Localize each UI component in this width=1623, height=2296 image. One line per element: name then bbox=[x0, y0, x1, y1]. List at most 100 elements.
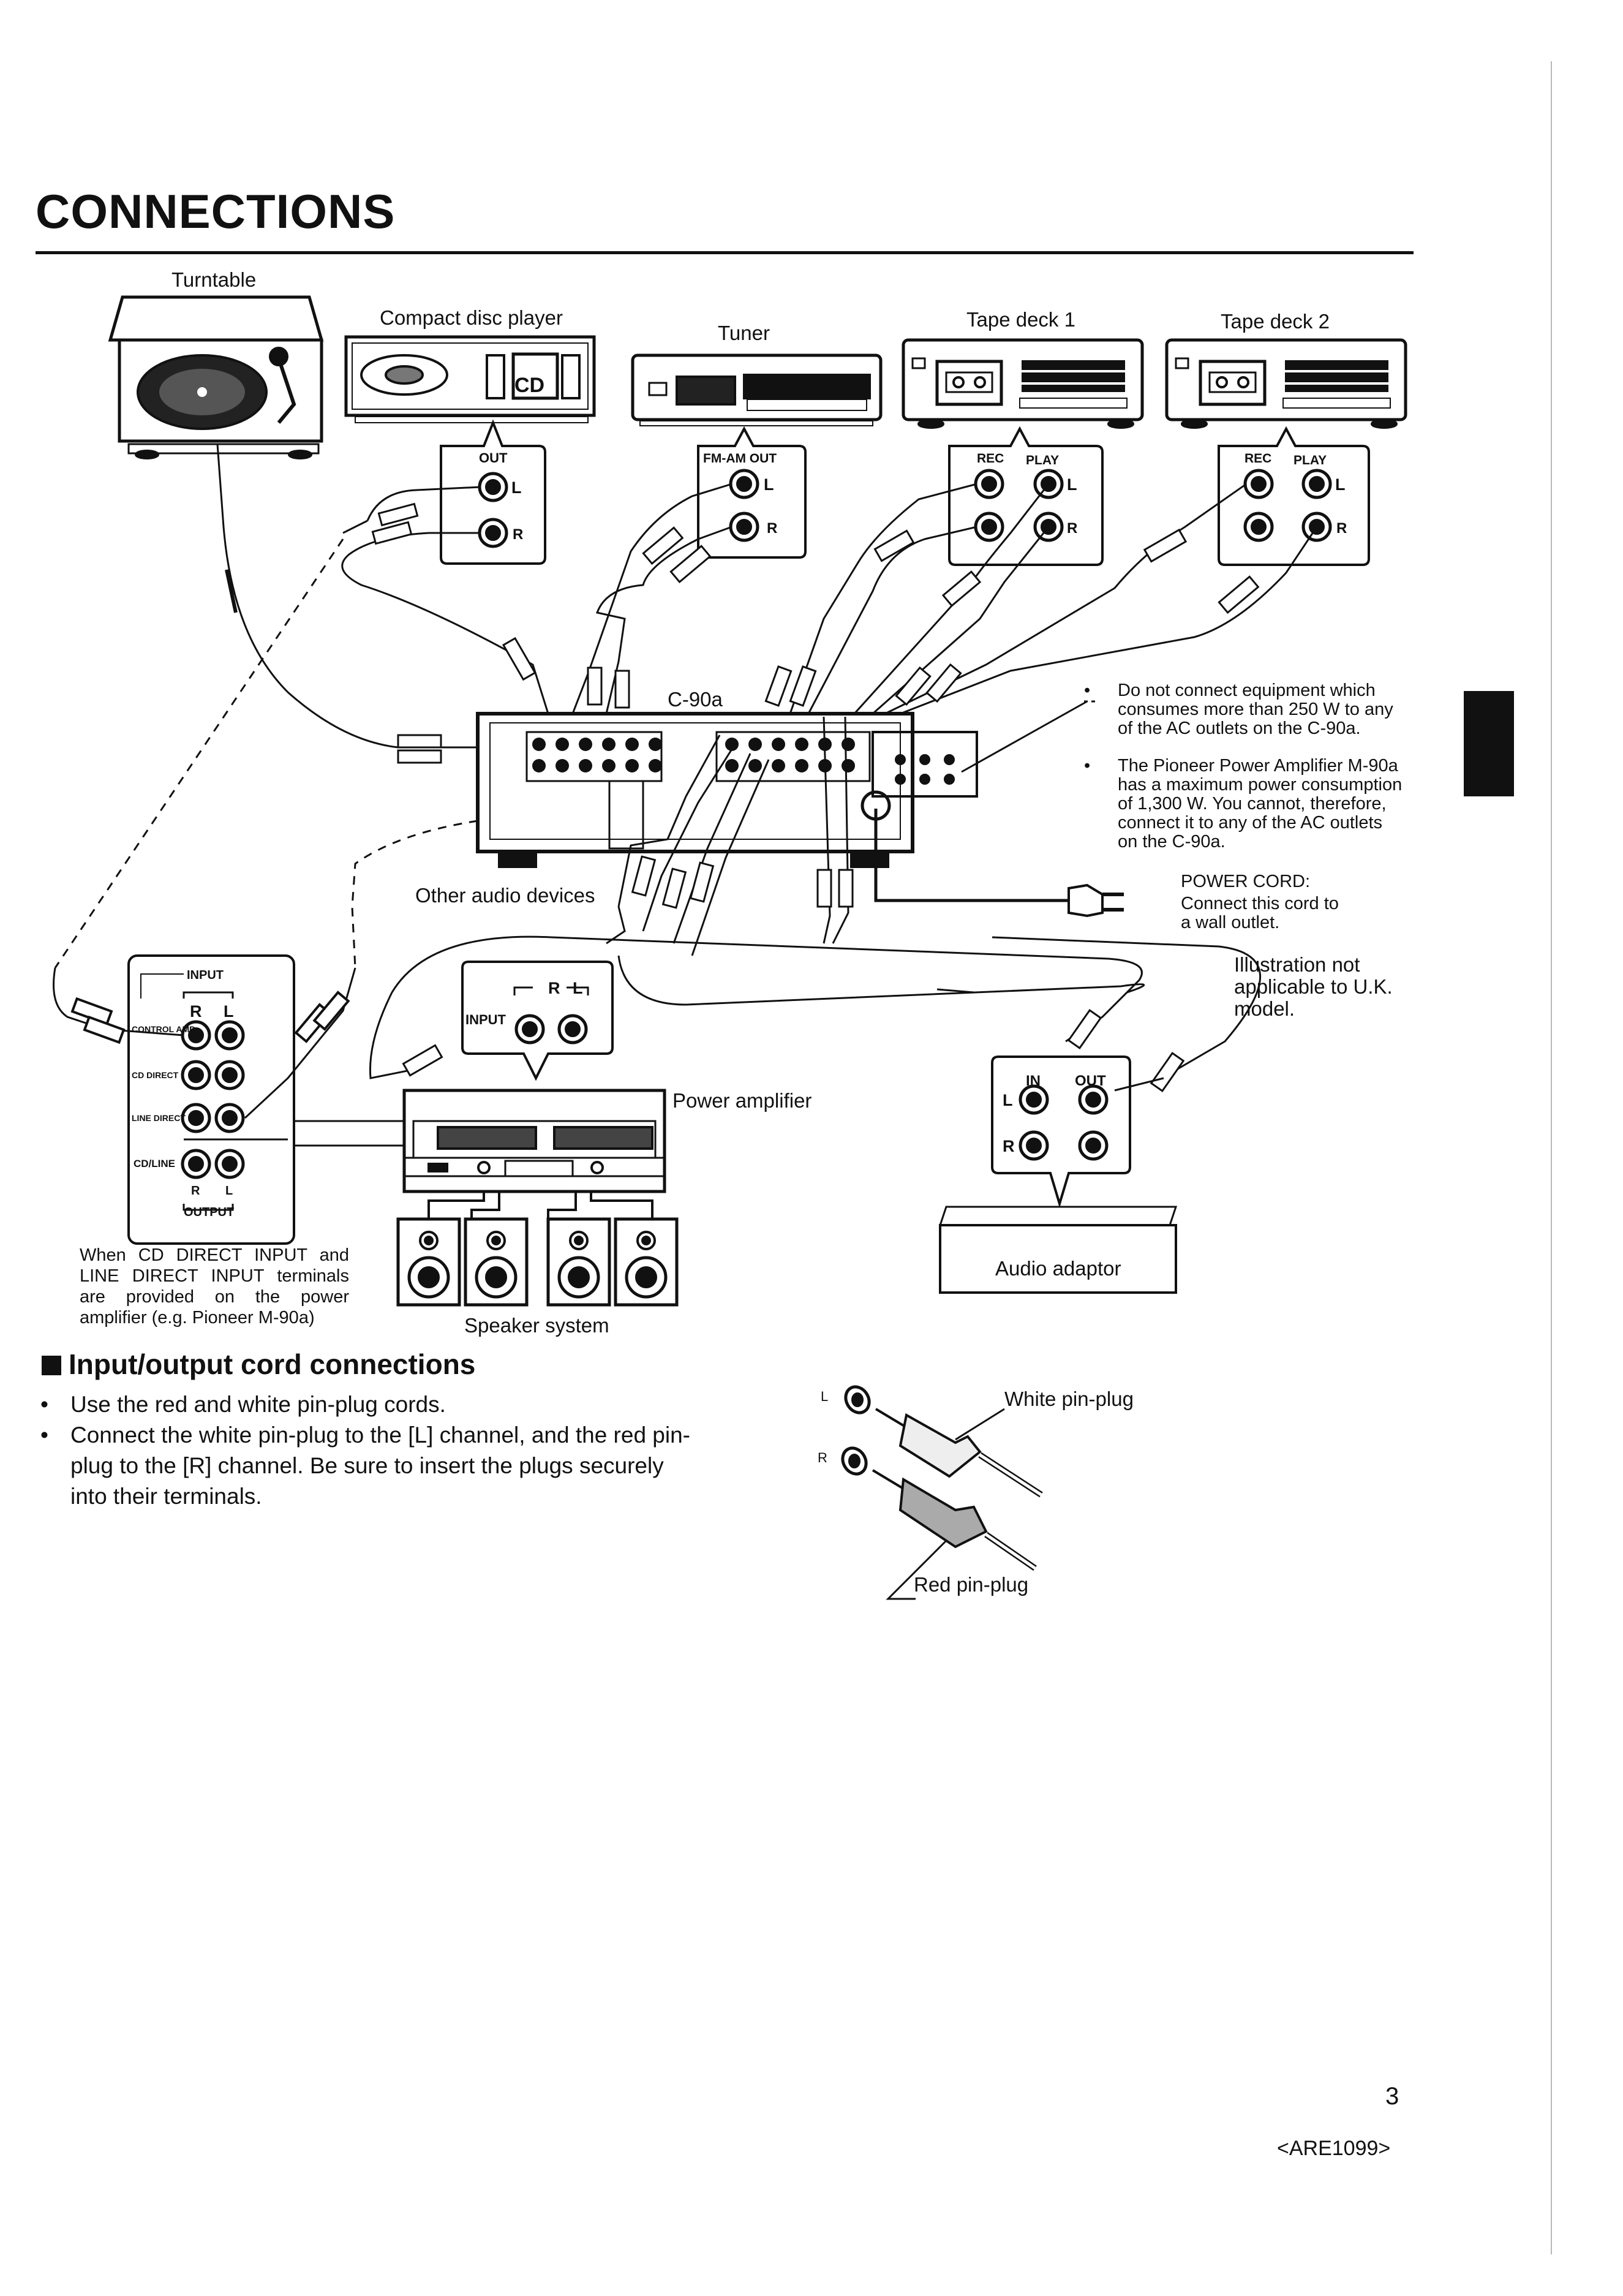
tuner-out-label: FM-AM OUT bbox=[703, 451, 777, 466]
adaptor-r-label: R bbox=[1003, 1137, 1015, 1155]
dashed-links bbox=[54, 538, 478, 969]
tape-deck-1-label: Tape deck 1 bbox=[966, 308, 1075, 331]
tape2-play-label: PLAY bbox=[1294, 453, 1327, 467]
section-tab-marker bbox=[1464, 691, 1514, 796]
note-1-text: Do not connect equipment which consumes … bbox=[1118, 681, 1393, 738]
tape2-r-label: R bbox=[1336, 520, 1347, 537]
tape1-r-label: R bbox=[1067, 520, 1077, 537]
note-2-text: The Pioneer Power Amplifier M-90a has a … bbox=[1118, 756, 1403, 852]
cd-l-label: L bbox=[511, 478, 522, 497]
cd-badge: CD bbox=[514, 374, 544, 397]
bullet-item-2: • Connect the white pin-plug to the [L] c… bbox=[37, 1420, 698, 1512]
audio-adaptor-terminal-box bbox=[991, 1055, 1164, 1208]
title-rule bbox=[36, 251, 1414, 254]
cd-player-cords bbox=[341, 486, 549, 714]
other-audio-cords bbox=[617, 716, 854, 956]
tape1-terminal-box bbox=[948, 426, 1104, 566]
page-number: 3 bbox=[1385, 2083, 1399, 2110]
tape2-terminal-box bbox=[1218, 426, 1370, 566]
cdd-l-top: L bbox=[224, 1002, 234, 1021]
turntable-icon bbox=[108, 295, 324, 459]
bullet-item-1: • Use the red and white pin-plug cords. bbox=[37, 1389, 698, 1420]
bullet-dot-1: • bbox=[40, 1392, 48, 1417]
tuner-icon bbox=[631, 353, 883, 426]
tape2-cords bbox=[884, 483, 1318, 715]
pin-plug-illustration bbox=[841, 1385, 1043, 1600]
bullet-text-2: Connect the white pin-plug to the [L] ch… bbox=[70, 1422, 691, 1509]
tuner-badge: FM-AM bbox=[748, 377, 818, 400]
audio-adaptor-icon bbox=[938, 1206, 1178, 1294]
power-cord-text: Connect this cord to a wall outlet. bbox=[1181, 894, 1339, 932]
c90a-label: C-90a bbox=[668, 688, 723, 711]
cdd-l-bottom: L bbox=[225, 1184, 233, 1198]
tape2-rec-label: REC bbox=[1245, 451, 1271, 466]
terminal-text-labels: OUT L R FM-AM OUT L R REC PLAY L R REC P… bbox=[132, 374, 1347, 1465]
tape1-cords bbox=[764, 483, 1050, 715]
adaptor-out-label: OUT bbox=[1075, 1073, 1106, 1089]
pa-l-label: L bbox=[573, 979, 583, 997]
cdd-input-label: INPUT bbox=[187, 969, 224, 982]
tuner-out-terminal-box bbox=[697, 426, 807, 559]
cdd-cd-direct: CD DIRECT bbox=[132, 1070, 179, 1080]
speaker-system-label: Speaker system bbox=[464, 1314, 609, 1337]
heading-square-icon bbox=[42, 1356, 61, 1375]
cdd-cd-line: CD/LINE bbox=[134, 1158, 175, 1169]
illustration-note: Illustration not applicable to U.K. mode… bbox=[1234, 953, 1393, 1020]
cdd-r-bottom: R bbox=[191, 1184, 200, 1198]
section-heading: Input/output cord connections bbox=[42, 1348, 475, 1381]
turntable-label: Turntable bbox=[171, 268, 257, 291]
tape-deck-1-icon bbox=[902, 338, 1144, 429]
tape1-rec-label: REC bbox=[977, 451, 1004, 466]
cdd-output-label: OUTPUT bbox=[184, 1206, 234, 1219]
note-bullet-dot-1: • bbox=[1084, 681, 1091, 700]
tuner-cords bbox=[571, 483, 732, 714]
audio-adaptor-label: Audio adaptor bbox=[995, 1257, 1121, 1280]
plug-l-label: L bbox=[821, 1389, 828, 1404]
plug-r-label: R bbox=[818, 1450, 827, 1465]
c90a-rear-panel bbox=[476, 712, 978, 868]
bullet-text-1: Use the red and white pin-plug cords. bbox=[70, 1392, 446, 1417]
tape2-l-label: L bbox=[1335, 475, 1346, 494]
cd-player-icon bbox=[344, 335, 596, 423]
cdd-line-direct: LINE DIRECT bbox=[132, 1113, 186, 1123]
cdd-r-top: R bbox=[190, 1002, 202, 1021]
power-amplifier-icon bbox=[402, 1089, 666, 1193]
adaptor-in-label: IN bbox=[1026, 1073, 1041, 1089]
cd-direct-panel bbox=[53, 954, 404, 1245]
section-bullets: • Use the red and white pin-plug cords. •… bbox=[37, 1389, 698, 1512]
white-pin-plug-label: White pin-plug bbox=[1004, 1388, 1134, 1410]
tape1-play-label: PLAY bbox=[1026, 453, 1059, 467]
pa-r-label: R bbox=[548, 979, 560, 997]
signal-loops bbox=[369, 906, 1262, 1092]
pa-input-label: INPUT bbox=[465, 1012, 506, 1027]
other-audio-label: Other audio devices bbox=[415, 884, 595, 907]
tuner-r-label: R bbox=[767, 520, 777, 537]
power-amp-input-box bbox=[461, 961, 614, 1081]
tape-deck-2-icon bbox=[1165, 338, 1407, 429]
bullet-dot-2: • bbox=[40, 1422, 48, 1448]
turntable-cord bbox=[216, 444, 478, 764]
cd-player-label: Compact disc player bbox=[380, 306, 563, 329]
tape1-l-label: L bbox=[1067, 475, 1077, 494]
cd-out-label: OUT bbox=[479, 450, 508, 466]
power-cord bbox=[874, 809, 1124, 918]
power-cord-label: POWER CORD: bbox=[1181, 872, 1311, 891]
tape-deck-2-label: Tape deck 2 bbox=[1221, 310, 1330, 333]
page-edge-line bbox=[1551, 61, 1552, 2254]
tuner-l-label: L bbox=[764, 475, 774, 494]
tuner-label: Tuner bbox=[718, 322, 770, 344]
adaptor-l-label: L bbox=[1003, 1091, 1013, 1109]
speaker-system-icons bbox=[396, 1217, 679, 1307]
red-pin-plug-label: Red pin-plug bbox=[914, 1573, 1029, 1596]
note-leader bbox=[961, 700, 1096, 773]
document-code: <ARE1099> bbox=[1277, 2137, 1391, 2160]
power-amplifier-label: Power amplifier bbox=[672, 1089, 812, 1112]
page-title: CONNECTIONS bbox=[36, 184, 396, 238]
cd-out-terminal-box bbox=[440, 419, 546, 565]
section-heading-text: Input/output cord connections bbox=[69, 1348, 476, 1380]
cd-direct-caption: When CD DIRECT INPUT and LINE DIRECT INP… bbox=[80, 1245, 349, 1327]
note-bullet-dot-2: • bbox=[1084, 756, 1091, 776]
speaker-wires bbox=[427, 1191, 653, 1219]
